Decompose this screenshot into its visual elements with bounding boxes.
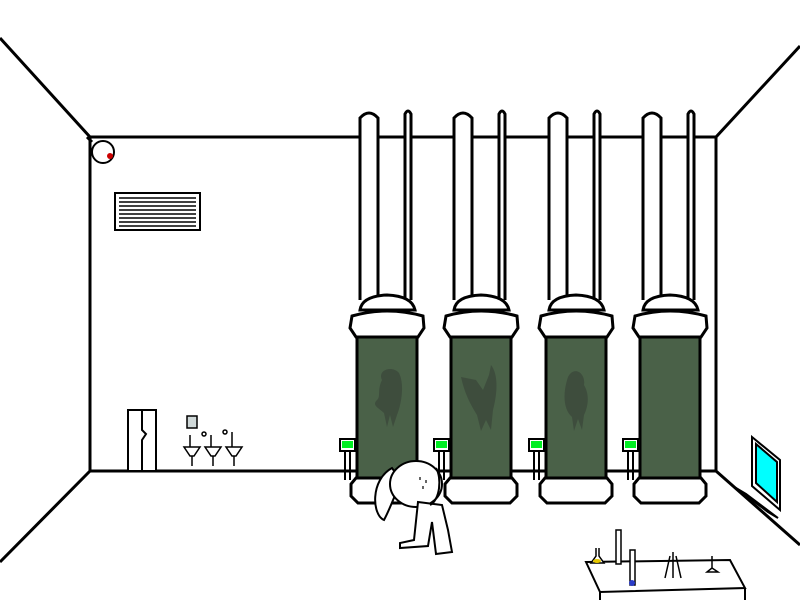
air-vent	[114, 192, 201, 231]
character-body	[399, 500, 454, 556]
tank-4[interactable]	[622, 109, 709, 505]
floor-edge-left	[0, 469, 92, 564]
pipe-thick	[358, 111, 380, 300]
tank-base	[538, 476, 614, 505]
pipe-thin	[497, 109, 507, 300]
tank-3[interactable]	[528, 109, 615, 505]
pipe-thin	[686, 109, 696, 300]
tank-base	[443, 476, 519, 505]
ceiling-edge-left	[0, 36, 92, 139]
sink-3[interactable]	[224, 446, 244, 457]
floor-edge-right	[715, 469, 800, 547]
status-light-icon	[531, 441, 542, 448]
ceiling-edge-right	[714, 44, 800, 139]
specimen-tanks	[339, 109, 709, 505]
pipe-thick	[452, 111, 474, 300]
player-character[interactable]	[374, 460, 454, 556]
tank-liquid	[638, 333, 702, 482]
pipe-thick	[547, 111, 569, 300]
pipe-thick	[641, 111, 663, 300]
security-camera-icon[interactable]	[85, 135, 115, 164]
tank-cap	[348, 309, 426, 339]
keyboard[interactable]	[735, 487, 779, 519]
lab-table	[584, 529, 747, 600]
tank-control-panel[interactable]	[622, 438, 639, 480]
character-head	[389, 460, 443, 508]
sink-2[interactable]	[203, 446, 223, 457]
pipe-thin	[592, 109, 602, 300]
status-light-icon	[436, 441, 447, 448]
tank-cap	[631, 309, 709, 339]
tank-cap	[537, 309, 615, 339]
tank-cap	[442, 309, 520, 339]
tank-control-panel[interactable]	[339, 438, 356, 480]
status-light-icon	[625, 441, 636, 448]
status-light-icon	[342, 441, 353, 448]
sinks	[182, 415, 244, 466]
pipe-thin	[403, 109, 413, 300]
specimen-creature-1	[374, 369, 403, 427]
computer-monitor[interactable]	[735, 434, 781, 519]
tank-cap-top	[641, 293, 700, 312]
lab-glassware	[589, 529, 721, 586]
tank-cap-top	[452, 293, 511, 312]
monitor-screen[interactable]	[755, 441, 778, 505]
specimen-creature-3	[564, 371, 588, 431]
mirror	[186, 415, 198, 429]
tank-base	[632, 476, 708, 505]
specimen-creature-2	[461, 365, 497, 431]
tank-control-panel[interactable]	[528, 438, 545, 480]
door[interactable]	[127, 409, 157, 472]
sink-1[interactable]	[182, 446, 202, 457]
tank-2[interactable]	[433, 109, 520, 505]
tank-cap-top	[358, 293, 417, 312]
tank-cap-top	[547, 293, 606, 312]
